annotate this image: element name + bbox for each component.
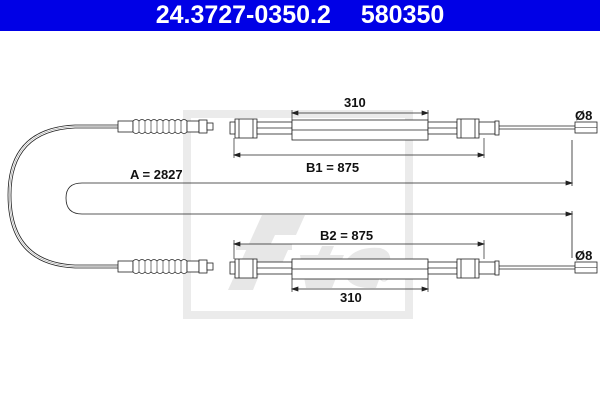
ate-watermark bbox=[183, 110, 413, 319]
lower-cable-assembly bbox=[117, 258, 598, 280]
b1-dimension: B1 = 875 bbox=[306, 160, 359, 175]
lower-sleeve-dimension: 310 bbox=[340, 290, 362, 305]
cable-loop bbox=[7, 124, 118, 269]
b2-dimension: B2 = 875 bbox=[320, 228, 373, 243]
part-number: 24.3727-0350.2 bbox=[155, 1, 331, 29]
reference-number: 580350 bbox=[360, 1, 445, 29]
dimension-a-label: A = 2827 bbox=[130, 167, 183, 182]
upper-dimensions bbox=[232, 110, 486, 158]
upper-end-diameter: Ø8 bbox=[575, 108, 592, 123]
lower-dimensions bbox=[232, 240, 486, 292]
lower-end-diameter: Ø8 bbox=[575, 248, 592, 263]
upper-cable-assembly bbox=[117, 118, 598, 141]
title-bar: 24.3727-0350.2 580350 bbox=[0, 0, 600, 31]
upper-sleeve-dimension: 310 bbox=[344, 95, 366, 110]
dimension-a bbox=[65, 140, 574, 258]
